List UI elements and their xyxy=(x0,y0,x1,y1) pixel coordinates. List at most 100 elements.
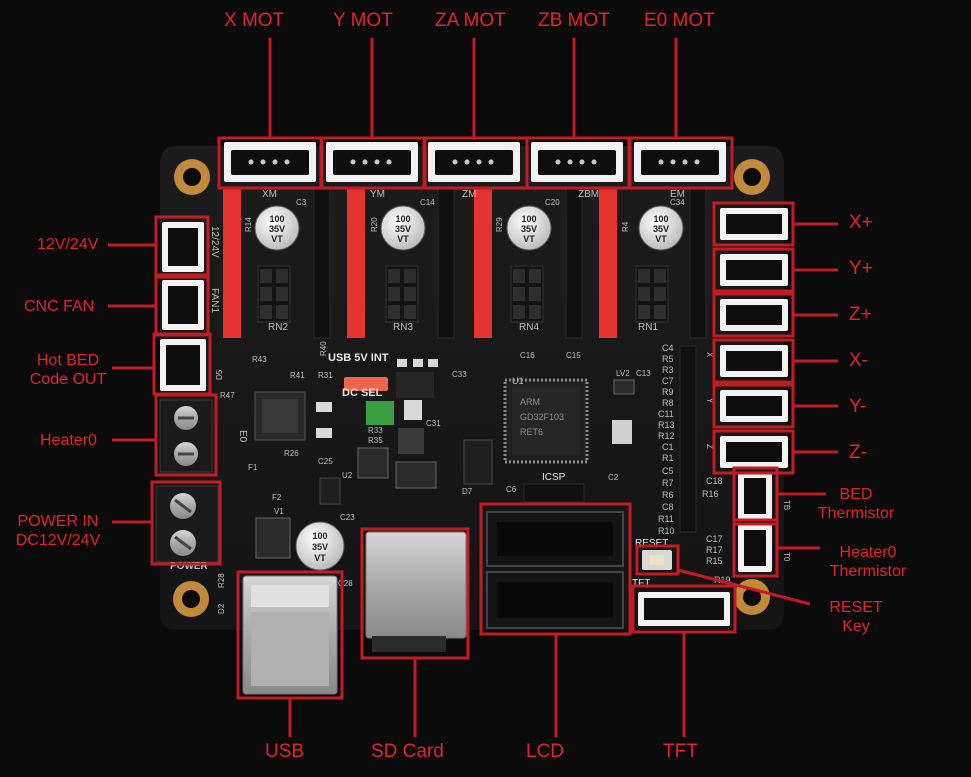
dc-sel-area: USB 5V INT DC SEL xyxy=(328,352,438,399)
silk-ym: YM xyxy=(370,189,385,200)
label-reset-key-line2: Key xyxy=(842,618,870,635)
silk-12-24v: 12/24V xyxy=(209,226,220,258)
silk-sg-top-7: R13 xyxy=(658,420,675,430)
endstop-z-plus xyxy=(720,299,788,331)
label-power-in-line2: DC12V/24V xyxy=(15,532,101,549)
silk-sg-top-5: R8 xyxy=(662,398,674,408)
silk-smd-c31: C31 xyxy=(426,419,441,428)
silk-rs-2: C17 xyxy=(706,534,723,544)
silk-zm: ZM xyxy=(462,189,476,200)
silk-sg-bot-5: R11 xyxy=(658,514,674,524)
silk-r14: R14 xyxy=(244,217,253,232)
thermistor-connectors xyxy=(738,472,772,572)
silk-cap-c3: C3 xyxy=(296,198,307,207)
cap-x-text-3: VT xyxy=(271,234,283,244)
silk-e0: E0 xyxy=(237,430,248,443)
endstop-x-minus xyxy=(720,345,788,377)
silk-xm: XM xyxy=(262,189,277,200)
silk-smd-c15: C15 xyxy=(566,351,581,360)
driver-capacitors: 100 35V VT 100 35V VT 100 35V VT 100 35V… xyxy=(254,205,684,251)
cap-z-text-1: 100 xyxy=(521,214,536,224)
leader-lines xyxy=(108,38,838,737)
cap-y-text-3: VT xyxy=(397,234,409,244)
silk-zbm: ZBM xyxy=(578,189,599,200)
silk-r20: R20 xyxy=(370,217,379,232)
label-x-mot: X MOT xyxy=(224,10,285,31)
box-reset xyxy=(635,544,680,576)
mcu-label-1: ARM xyxy=(520,397,540,407)
silk-smd-d7: D7 xyxy=(462,487,473,496)
box-12-24v xyxy=(154,215,210,279)
silk-r29: R29 xyxy=(495,217,504,232)
jumper-block-z xyxy=(510,265,544,323)
label-heater0: Heater0 xyxy=(40,432,97,449)
silk-tft: TFT xyxy=(632,578,650,589)
silk-sg-top-2: R3 xyxy=(662,365,674,375)
big-cap-text-1: 100 xyxy=(312,531,327,541)
smd-parts xyxy=(254,379,635,559)
cap-e-text-1: 100 xyxy=(653,214,668,224)
cap-x-text-1: 100 xyxy=(269,214,284,224)
label-lcd: LCD xyxy=(526,741,565,762)
mcu-chip: ARM GD32F103 RET6 xyxy=(503,378,589,464)
silk-sg-top-9: C1 xyxy=(662,442,674,452)
silk-reset: RESET xyxy=(635,538,668,549)
cap-z-text-3: VT xyxy=(523,234,535,244)
driver-silkscreen: XM YM ZM ZBM EM C3 C14 C20 C34 RN2 RN3 R… xyxy=(262,189,685,333)
endstop-y-minus xyxy=(720,390,788,422)
silk-smd-r33: R33 xyxy=(368,426,383,435)
silk-sg-top-8: R12 xyxy=(658,431,675,441)
silk-pad-t0: T0 xyxy=(782,552,791,562)
zb-mot-connector xyxy=(531,142,623,182)
silk-smd-d5: D5 xyxy=(215,369,224,380)
left-connectors xyxy=(155,222,219,563)
cap-e-text-3: VT xyxy=(655,234,667,244)
jumper-block-x xyxy=(257,265,291,323)
silk-smd-r31: R31 xyxy=(318,371,333,380)
label-y-plus: Y+ xyxy=(849,258,873,279)
left-silkscreen: 12/24V FAN1 E0 POWER xyxy=(170,226,248,572)
silk-smd-u2: U2 xyxy=(342,471,353,480)
label-tft: TFT xyxy=(663,741,698,762)
mount-hole xyxy=(182,590,200,608)
label-z-plus: Z+ xyxy=(849,304,872,325)
silk-smd-r47: R47 xyxy=(220,391,235,400)
cap-e: 100 35V VT xyxy=(638,205,684,251)
label-sd-card: SD Card xyxy=(371,741,444,762)
silk-rs-3: R17 xyxy=(706,545,723,555)
silk-sg-bot-1: C5 xyxy=(662,466,674,476)
silk-smd-f2: F2 xyxy=(272,493,282,502)
microstep-jumpers xyxy=(257,265,669,323)
silk-smd-r28: R28 xyxy=(217,573,226,588)
label-x-plus: X+ xyxy=(849,212,873,233)
leader-reset xyxy=(677,568,811,606)
cap-z: 100 35V VT xyxy=(506,205,552,251)
silk-sg-bot-6: R10 xyxy=(658,526,675,536)
mcu-label-2: GD32F103 xyxy=(520,412,564,422)
silk-sg-top-4: R9 xyxy=(662,387,674,397)
cap-x: 100 35V VT xyxy=(254,205,300,251)
bed-thermistor-connector xyxy=(738,472,772,520)
silk-smd-r26: R26 xyxy=(284,449,299,458)
x-driver-header xyxy=(223,187,331,339)
label-bed-thermistor-line1: BED xyxy=(839,486,873,503)
silk-smd-c33: C33 xyxy=(452,370,467,379)
label-y-mot: Y MOT xyxy=(333,10,393,31)
e0-mot-connector xyxy=(634,142,726,182)
za-driver-header xyxy=(474,187,583,339)
endstop-y-plus xyxy=(720,254,788,286)
thermistor-pad-silkscreen: TB T0 X Y Z xyxy=(705,352,791,562)
silk-smd-f1: F1 xyxy=(248,463,258,472)
silk-smd-c25: C25 xyxy=(318,457,333,466)
mounting-holes xyxy=(173,159,770,617)
silk-smd-c6: C6 xyxy=(506,485,517,494)
silk-usb-int: USB 5V INT xyxy=(328,352,389,364)
silk-power: POWER xyxy=(170,561,209,572)
silk-rs-1: R16 xyxy=(702,489,719,499)
silk-pad-x: X xyxy=(705,352,714,358)
silk-rn4: RN4 xyxy=(519,322,539,333)
silk-sg-top-6: C11 xyxy=(658,409,674,419)
silk-smd-lv2: LV2 xyxy=(616,369,630,378)
silk-fan1: FAN1 xyxy=(209,288,220,313)
jumper-block-y xyxy=(385,265,419,323)
